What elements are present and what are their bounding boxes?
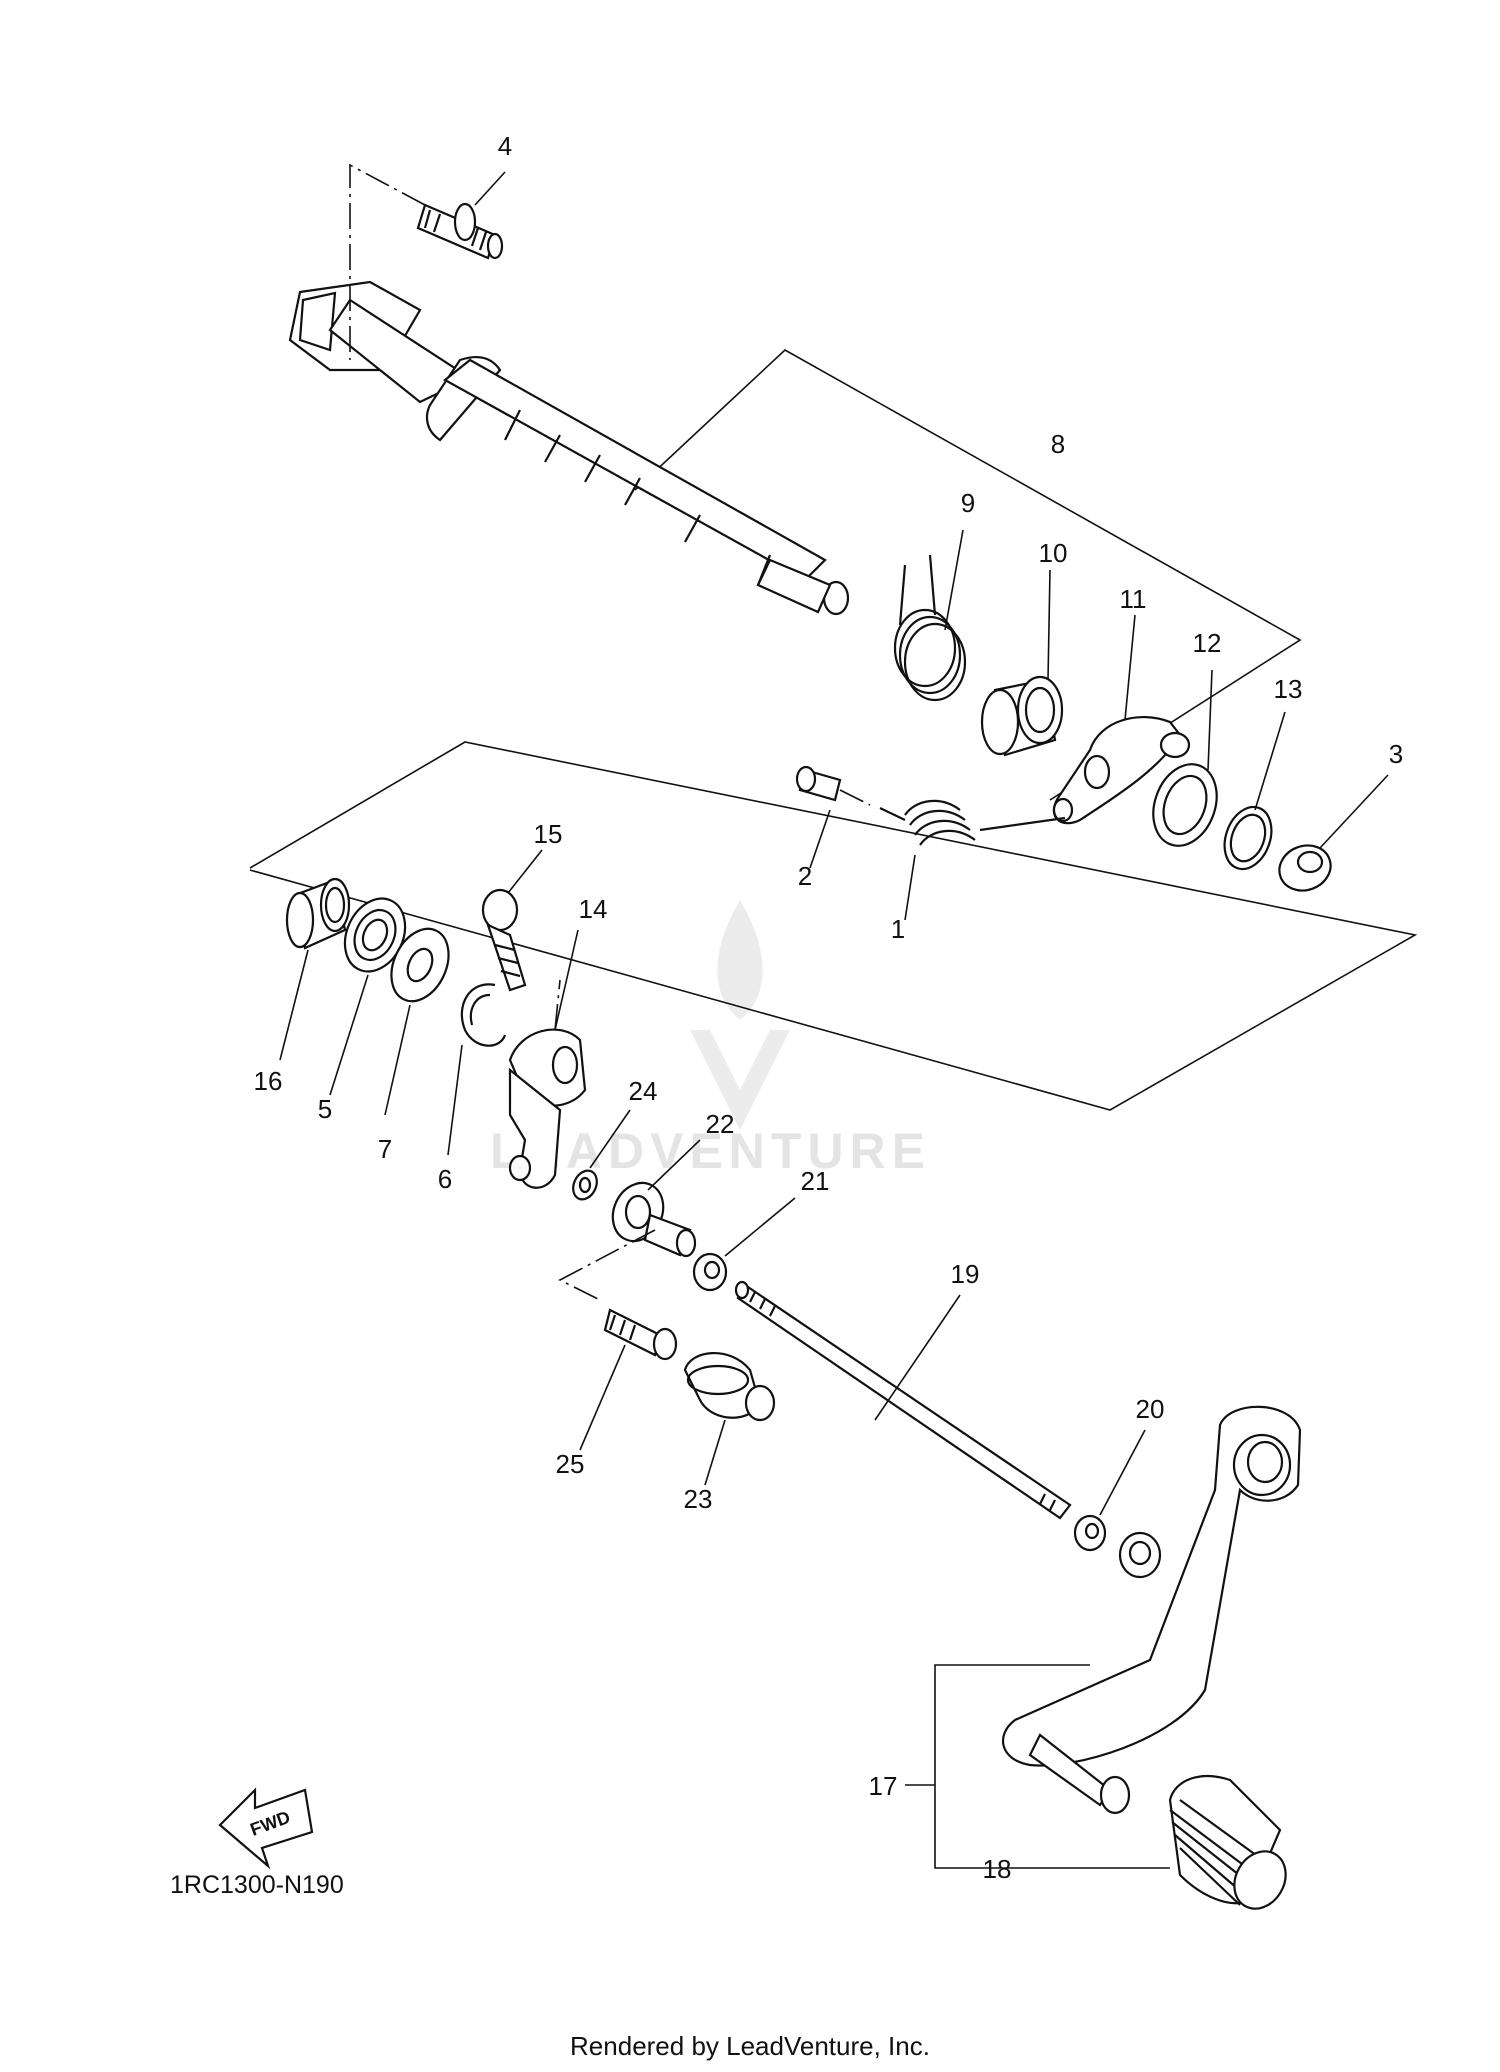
part-1-spring — [879, 799, 1066, 921]
callout-20: 20 — [1136, 1394, 1165, 1424]
part-4-stud — [416, 171, 506, 260]
callout-8: 8 — [1051, 429, 1065, 459]
watermark: LEADVENTURE — [490, 900, 931, 1179]
part-20-nut — [1073, 1429, 1146, 1552]
part-5-bearing — [329, 897, 407, 1096]
callout-15: 15 — [534, 819, 563, 849]
callout-5: 5 — [318, 1094, 332, 1124]
part-12-washer — [1152, 669, 1218, 847]
part-11-lever — [1052, 614, 1191, 825]
callout-25: 25 — [556, 1449, 585, 1479]
callout-7: 7 — [378, 1134, 392, 1164]
callout-2: 2 — [798, 861, 812, 891]
part-9-spring — [893, 529, 967, 702]
diagram-code: 1RC1300-N190 — [170, 1871, 344, 1899]
callout-13: 13 — [1274, 674, 1303, 704]
callout-16: 16 — [254, 1066, 283, 1096]
callout-23-label-24: 24 — [629, 1076, 658, 1106]
part-23-boot — [683, 1352, 776, 1486]
callout-23: 23 — [684, 1484, 713, 1514]
callout-3: 3 — [1389, 739, 1403, 769]
leadventure-logo-icon — [690, 900, 790, 1130]
callout-21: 21 — [801, 1166, 830, 1196]
assembly-line-25 — [558, 1229, 656, 1301]
part-13-circlip — [1223, 711, 1286, 871]
part-22-rod-end — [611, 1139, 701, 1258]
part-2-bolt — [795, 765, 871, 869]
callout-11: 11 — [1120, 584, 1147, 614]
bracket-17-18 — [905, 1664, 1170, 1869]
group-frame-lower — [249, 741, 1418, 1111]
part-3-seal — [1278, 774, 1389, 892]
part-18-pedal-rubber — [1168, 1775, 1287, 1910]
footer-credit: Rendered by LeadVenture, Inc. — [570, 2031, 930, 2061]
group-frame-upper — [634, 349, 1302, 801]
part-19-shift-rod — [734, 1280, 1072, 1520]
part-21-nut — [692, 1197, 796, 1292]
part-14-shift-arm — [508, 929, 587, 1189]
assembly-line-4 — [349, 163, 426, 360]
callout-4: 4 — [498, 131, 512, 161]
shift-shaft — [288, 280, 850, 616]
part-15-bolt — [481, 849, 543, 992]
callout-10: 10 — [1039, 538, 1068, 568]
callout-12: 12 — [1193, 628, 1222, 658]
part-6-clip — [447, 983, 507, 1156]
part-25-bolt — [579, 1308, 678, 1451]
callout-14: 14 — [579, 894, 608, 924]
callout-22: 22 — [706, 1109, 735, 1139]
part-17-shift-pedal — [1002, 1405, 1302, 1815]
part-24-washer — [572, 1109, 631, 1201]
callout-6: 6 — [438, 1164, 452, 1194]
watermark-text: LEADVENTURE — [490, 1123, 931, 1179]
callout-18: 18 — [983, 1854, 1012, 1884]
callout-19: 19 — [951, 1259, 980, 1289]
callout-17: 17 — [869, 1771, 898, 1801]
part-16-bearing — [279, 877, 351, 1061]
fwd-arrow-icon: FWD — [218, 1787, 314, 1870]
callout-1: 1 — [891, 914, 905, 944]
callout-9: 9 — [961, 488, 975, 518]
part-7-washer — [384, 927, 450, 1116]
part-10-collar — [980, 569, 1064, 757]
